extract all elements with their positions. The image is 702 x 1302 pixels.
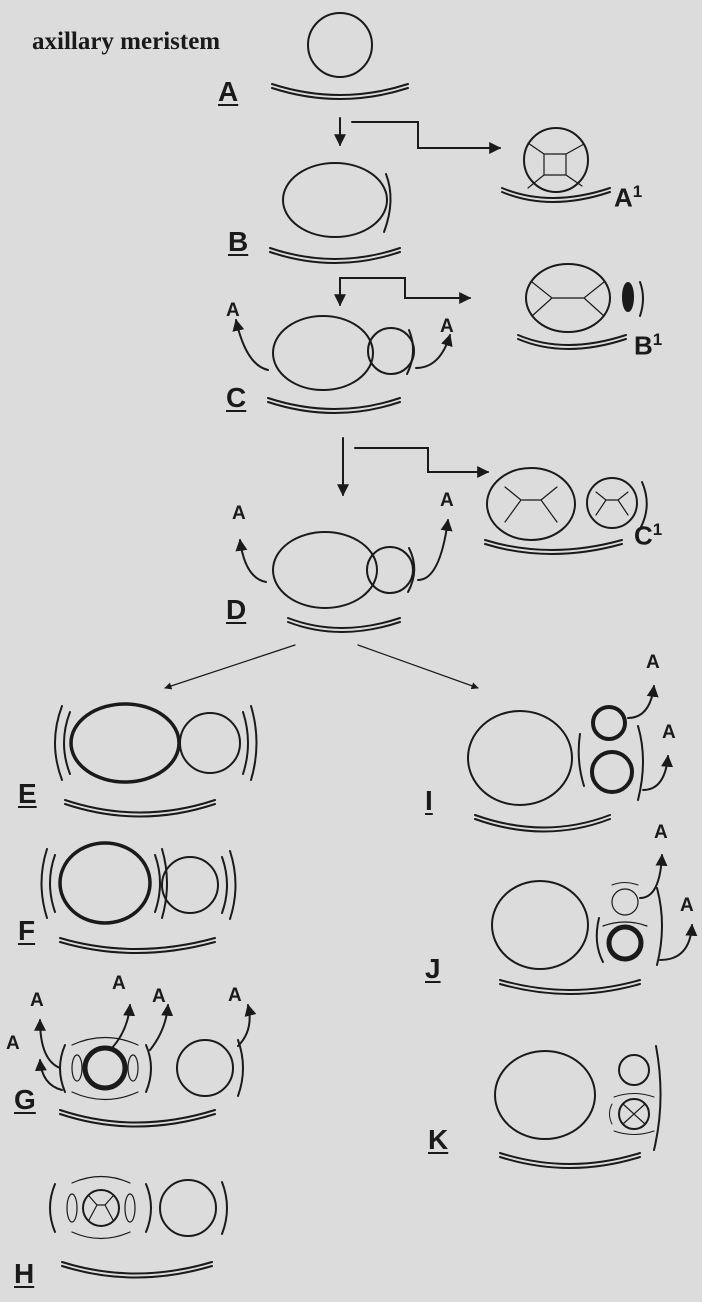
axillary-label-g-3: A — [112, 973, 126, 994]
stage-a1-drawing — [501, 127, 611, 203]
branch-label-c1-sup: 1 — [652, 520, 663, 539]
stage-label-b: B — [228, 226, 249, 257]
stage-label-e: E — [18, 778, 37, 809]
stage-e-drawing — [54, 702, 258, 818]
stage-a-drawing — [271, 12, 409, 100]
branch-label-c1: C1 — [634, 520, 662, 552]
stage-h-drawing — [49, 1175, 228, 1279]
stage-k-drawing — [494, 1045, 662, 1169]
axillary-label-i-top: A — [646, 652, 660, 673]
stage-label-f: F — [18, 915, 36, 946]
branch-label-a1-letter: A — [614, 182, 633, 213]
stage-c1-drawing — [484, 467, 648, 555]
stage-c-drawing — [232, 315, 453, 414]
axillary-label-g-2: A — [6, 1033, 20, 1054]
branch-label-b1-sup: 1 — [652, 330, 663, 349]
stage-d-drawing — [235, 518, 453, 633]
branch-label-b1-letter: B — [634, 330, 653, 361]
diagram-title: axillary meristem — [32, 28, 221, 55]
stage-g-drawing — [34, 1003, 257, 1128]
stage-label-c: C — [226, 382, 247, 413]
stage-label-d: D — [226, 594, 247, 625]
branch-label-a1: A1 — [614, 182, 642, 214]
axillary-label-c-right: A — [440, 316, 454, 337]
branch-label-b1: B1 — [634, 330, 662, 362]
stage-b1-drawing — [517, 263, 644, 350]
stage-label-i: I — [425, 785, 433, 816]
stage-label-k: K — [428, 1124, 449, 1155]
axillary-label-i-bottom: A — [662, 722, 676, 743]
branch-label-a1-sup: 1 — [632, 182, 643, 201]
stage-label-a: A — [218, 76, 239, 107]
axillary-label-c-left: A — [226, 300, 240, 321]
stage-b-drawing — [269, 162, 401, 264]
axillary-label-d-left: A — [232, 503, 246, 524]
stage-f-drawing — [40, 841, 237, 954]
axillary-label-d-right: A — [440, 490, 454, 511]
stage-i-drawing — [467, 684, 674, 833]
connector-arrows — [164, 117, 502, 690]
axillary-label-j-top: A — [654, 822, 668, 843]
axillary-label-g-1: A — [30, 990, 44, 1011]
axillary-label-g-5: A — [228, 985, 242, 1006]
stage-label-h: H — [14, 1258, 35, 1289]
axillary-label-j-bottom: A — [680, 895, 694, 916]
axillary-label-g-4: A — [152, 986, 166, 1007]
stage-label-g: G — [14, 1084, 36, 1115]
branch-label-c1-letter: C — [634, 520, 653, 551]
stage-label-j: J — [425, 953, 441, 984]
stage-j-drawing — [491, 853, 698, 995]
